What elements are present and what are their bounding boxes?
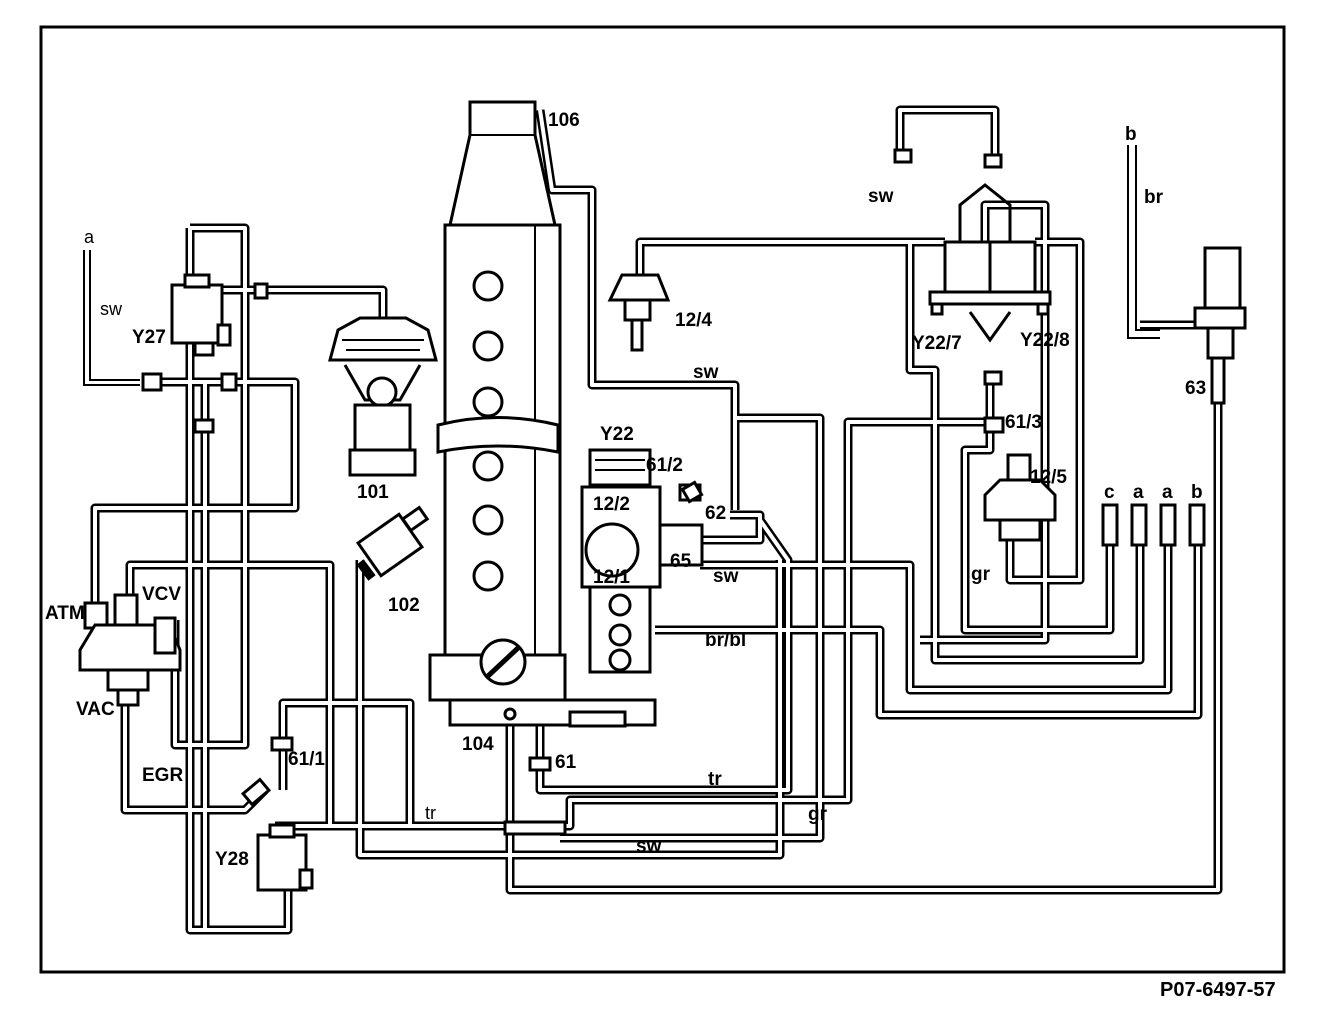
label-a-left: a — [84, 227, 95, 247]
label-y28: Y28 — [215, 849, 249, 870]
label-12-4: 12/4 — [675, 310, 712, 331]
label-62: 62 — [705, 503, 726, 524]
label-y22-7: Y22/7 — [912, 333, 962, 354]
label-egr: EGR — [142, 765, 183, 786]
connector-label-3: a — [1162, 482, 1173, 503]
label-65: 65 — [670, 551, 692, 572]
connector-label-4: b — [1191, 482, 1203, 503]
label-12-1: 12/1 — [593, 567, 630, 588]
label-gr-right: gr — [971, 564, 991, 585]
label-y27: Y27 — [132, 327, 166, 348]
label-sw-left: sw — [100, 299, 123, 319]
label-63: 63 — [1185, 378, 1206, 399]
wire-color-labels: a sw sw sw sw br/bl tr tr gr sw gr b br — [84, 124, 1164, 857]
label-b-top: b — [1125, 124, 1137, 145]
label-sw-bottom: sw — [636, 836, 662, 857]
valve-y27 — [170, 273, 232, 357]
actuator-101 — [328, 316, 438, 477]
label-12-2: 12/2 — [593, 494, 630, 515]
port-labels: ATM VCV VAC EGR — [45, 584, 183, 786]
connector-plugs — [1101, 503, 1206, 547]
label-atm: ATM — [45, 603, 85, 624]
label-tr-lower-left: tr — [425, 803, 436, 823]
twin-valve-y22-7-y22-8 — [928, 183, 1052, 343]
label-61-3: 61/3 — [1005, 412, 1042, 433]
label-y22-8: Y22/8 — [1020, 330, 1070, 351]
figure-code: P07-6497-57 — [1160, 979, 1276, 1001]
injection-pump-106-104 — [428, 100, 657, 728]
vacuum-unit-12-4 — [607, 273, 671, 352]
junctions — [141, 148, 1005, 836]
label-104: 104 — [462, 734, 494, 755]
label-y22: Y22 — [600, 424, 634, 445]
label-sw-right-top: sw — [868, 186, 894, 207]
label-tr-bottom: tr — [708, 769, 722, 790]
valve-102 — [355, 505, 430, 581]
connector-labels: c a a b — [1104, 482, 1203, 503]
sensor-63 — [1193, 246, 1247, 405]
connector-label-2: a — [1133, 482, 1144, 503]
label-br-top: br — [1144, 187, 1164, 208]
label-61: 61 — [555, 752, 577, 773]
vacuum-unit-12-5 — [983, 453, 1057, 542]
label-vac: VAC — [76, 699, 115, 720]
label-102: 102 — [388, 595, 420, 616]
label-106: 106 — [548, 110, 580, 131]
label-gr-bottom: gr — [808, 804, 828, 825]
egr-valve-assembly — [78, 593, 182, 707]
label-101: 101 — [357, 482, 389, 503]
label-61-2: 61/2 — [646, 455, 683, 476]
electrical-leads — [83, 145, 1160, 386]
diagram-frame — [39, 25, 1286, 974]
component-labels: Y27 101 102 104 106 12/4 Y22 61/2 12/2 6… — [132, 110, 1206, 870]
label-61-1: 61/1 — [288, 749, 325, 770]
label-vcv: VCV — [142, 584, 181, 605]
connector-label-1: c — [1104, 482, 1115, 503]
label-12-5: 12/5 — [1030, 467, 1067, 488]
label-sw-65: sw — [713, 566, 739, 587]
vacuum-lines-inner — [93, 108, 1220, 932]
valve-y28 — [256, 823, 314, 892]
label-sw-mid: sw — [693, 362, 719, 383]
label-br-bl: br/bl — [705, 630, 746, 651]
